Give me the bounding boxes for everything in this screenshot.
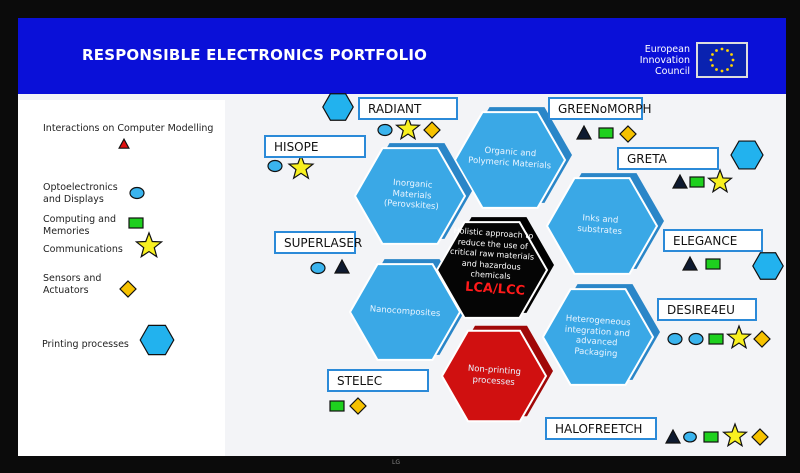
star-icon [134,231,164,259]
circle-icon [667,332,683,346]
star-icon [287,153,315,180]
logo-line: Innovation [639,55,690,66]
eu-star [731,58,735,62]
triangle-icon [664,428,682,444]
hexagon-icon [752,252,784,280]
slide-header [18,18,786,94]
legend-label: Communications [43,244,123,255]
hex-label-inks: Inks and substrates [577,213,623,237]
rectangle-icon [703,431,719,443]
diamond-icon [619,125,637,143]
circle-icon [129,186,145,200]
legend-label: Interactions on Computer Modelling [43,123,214,134]
hex-inks [545,177,659,275]
diamond-icon [349,397,367,415]
rectangle-icon [128,217,144,229]
project-stelec: STELEC [327,369,429,392]
project-greenomorph: GREENoMORPH [548,97,652,120]
project-desire4eu: DESIRE4EU [657,298,757,321]
hexagon-icon [139,324,175,356]
circle-icon [377,123,393,137]
diamond-icon [751,428,769,446]
rectangle-icon [689,176,705,188]
hex-label-hetero: Heterogeneous integration and advanced P… [564,313,631,359]
eu-star [709,58,713,62]
triangle-icon [118,137,130,149]
hex-inorganic [353,147,467,245]
star-icon [706,168,734,194]
hex-nonprinting [440,329,548,423]
rectangle-icon [329,400,345,412]
eu-star [730,53,733,56]
logo-line: European [644,44,690,55]
eu-star [720,69,724,73]
project-halofreetch: HALOFREETCH [545,417,657,440]
project-radiant: RADIANT [358,97,458,120]
eu-star [730,64,733,67]
circle-icon [267,159,283,173]
project-superlaser: SUPERLASER [274,231,362,254]
eu-star [726,68,729,71]
eu-star [715,68,718,71]
hexagon-icon [730,140,764,170]
eu-star [711,53,714,56]
triangle-icon [575,124,593,140]
rectangle-icon [708,333,724,345]
legend-label: Optoelectronics and Displays [43,182,118,205]
circle-icon [688,332,704,346]
legend-panel [18,100,225,456]
triangle-icon [333,258,351,274]
project-elegance: ELEGANCE [663,229,763,252]
star-icon [721,422,749,448]
diamond-icon [423,121,441,139]
star-icon [394,115,422,141]
star-icon [725,324,753,350]
eu-star [720,47,724,51]
eu-star [711,64,714,67]
eu-stars-icon [709,47,735,73]
eu-star [726,49,729,52]
legend-label: Sensors and Actuators [43,273,102,296]
hex-label-center: Holistic approach to reduce the use of c… [449,226,535,282]
project-greta: GRETA [617,147,719,170]
triangle-icon [671,173,689,189]
project-hisope: HISOPE [264,135,366,158]
hexagon-icon [322,93,354,121]
legend-label: Computing and Memories [43,214,117,237]
logo-line: Council [655,66,690,77]
hex-label-inorganic: Inorganic Materials (Perovskites) [383,177,440,213]
diamond-icon [119,280,137,298]
triangle-icon [681,255,699,271]
eu-star [715,49,718,52]
hex-organic [453,111,567,209]
circle-icon [683,431,697,443]
hex-heterogeneous [541,288,655,386]
hex-center [435,221,549,319]
rectangle-icon [705,258,721,270]
slide-title: RESPONSIBLE ELECTRONICS PORTFOLIO [82,46,428,64]
rectangle-icon [598,127,614,139]
eic-logo-text: European Innovation Council [600,44,690,77]
diamond-icon [753,330,771,348]
circle-icon [310,261,326,275]
tv-brand-logo: LG [392,459,400,466]
legend-label: Printing processes [42,339,129,350]
eu-flag-logo [696,42,748,78]
